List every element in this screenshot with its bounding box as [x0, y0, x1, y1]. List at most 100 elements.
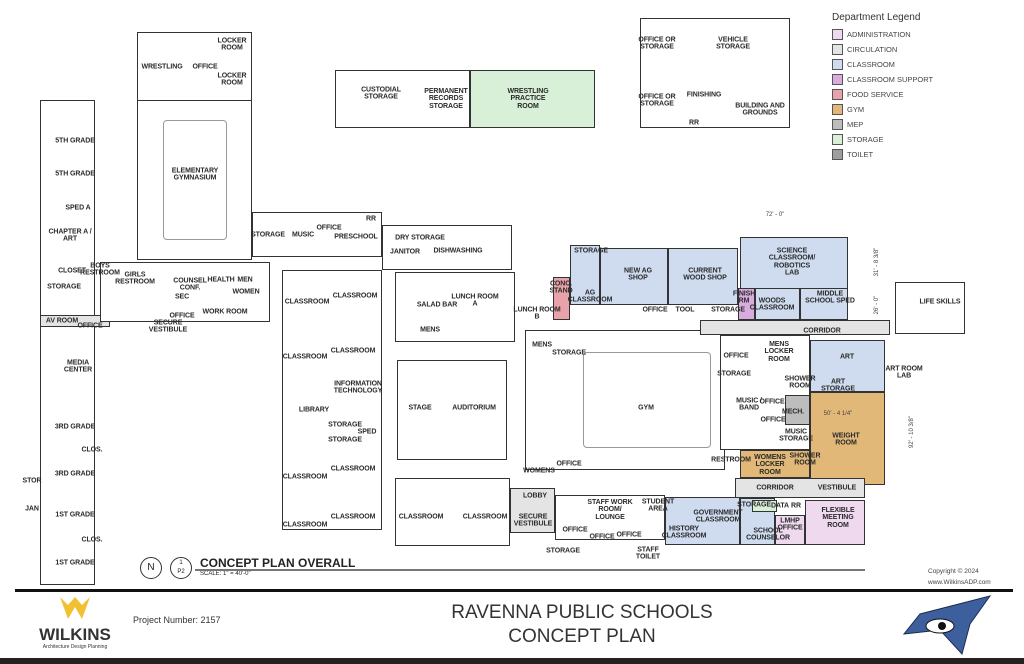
room-label: CLOS. [81, 446, 103, 454]
room-label: CLASSROOM [330, 465, 376, 473]
plan-title: CONCEPT PLAN OVERALL [200, 556, 356, 570]
room-label: SHOWER ROOM [789, 452, 821, 467]
room-label: OFFICE OR STORAGE [638, 93, 676, 108]
room-label: COUNSEL CONF. [173, 277, 207, 292]
room-label: CLASSROOM [330, 513, 376, 521]
room-label: PERMANENT RECORDS STORAGE [424, 87, 468, 110]
storage-nook [752, 500, 777, 512]
room-label: STORAGE [574, 247, 608, 255]
room-label: STUDENT AREA [641, 498, 675, 513]
legend-swatch [832, 59, 843, 70]
room-label: CLOSET [58, 267, 86, 275]
room-label: SCHOOL COUNSELOR [746, 527, 790, 542]
room-label: RESTROOM [711, 456, 751, 464]
room-label: ART ROOM LAB [885, 365, 923, 380]
room-label: 3RD GRADE [54, 423, 96, 431]
room-label: STORAGE [711, 306, 745, 314]
room-label: CLASSROOM [330, 347, 376, 355]
room-label: STAGE [408, 404, 432, 412]
room-label: MUSIC / BAND [736, 397, 762, 412]
room-label: CURRENT WOOD SHOP [683, 267, 727, 282]
room-label: JANITOR [390, 248, 420, 256]
room-label: OFFICE [316, 224, 342, 232]
room-label: STORAGE [47, 283, 81, 291]
room-label: DISHWASHING [433, 247, 483, 255]
room-label: LIBRARY [298, 406, 330, 414]
legend-label: FOOD SERVICE [847, 90, 904, 99]
room-label: HISTORY CLASSROOM [661, 525, 707, 540]
room-label: ELEMENTARY GYMNASIUM [171, 167, 219, 182]
room-label: STORAGE [546, 547, 580, 555]
wrestling-practice [470, 70, 595, 128]
footer-rule [15, 589, 1013, 592]
lmhp [775, 515, 805, 545]
room-label: LOCKER ROOM [217, 37, 247, 52]
legend-label: CLASSROOM [847, 60, 895, 69]
west-classroom-wing [40, 100, 95, 585]
vehicle-building [640, 18, 790, 128]
room-label: MEN [237, 276, 253, 284]
dimension-label: 72' - 0" [765, 212, 785, 218]
room-label: CLASSROOM [462, 513, 508, 521]
weight-room [810, 392, 885, 485]
legend-item: ADMINISTRATION [832, 27, 952, 42]
locker-music [720, 335, 810, 450]
art [810, 340, 885, 392]
legend-label: MEP [847, 120, 864, 129]
room-label: CORRIDOR [756, 484, 794, 492]
room-label: OFFICE OR STORAGE [638, 36, 676, 51]
flexible-meeting [805, 500, 865, 545]
room-label: OFFICE [723, 352, 749, 360]
room-label: BUILDING AND GROUNDS [735, 102, 785, 117]
room-label: WOMEN [232, 288, 260, 296]
room-label: GIRLS RESTROOM [115, 271, 155, 286]
legend-swatch [832, 89, 843, 100]
room-label: HEALTH [207, 276, 235, 284]
room-label: VESTIBULE [817, 484, 857, 492]
room-label: 3RD GRADE [54, 470, 96, 478]
room-label: WOMENS [523, 467, 555, 475]
room-label: RR [366, 215, 376, 223]
room-label: INFORMATION TECHNOLOGY [333, 380, 383, 395]
legend-item: TOILET [832, 147, 952, 162]
room-label: FLEXIBLE MEETING ROOM [821, 506, 855, 529]
room-label: STORAGE [717, 370, 751, 378]
new-ag-shop [600, 248, 668, 305]
sheet-title-2: CONCEPT PLAN [508, 626, 656, 647]
bottom-bar [0, 658, 1024, 664]
legend-label: GYM [847, 105, 865, 114]
finish-rm [738, 288, 755, 320]
ms-sped [800, 288, 848, 320]
legend-swatch [832, 134, 843, 145]
sheet-title-1: RAVENNA PUBLIC SCHOOLS [451, 602, 713, 623]
room-label: SECURE VESTIBULE [513, 513, 553, 528]
elementary-gym [137, 100, 252, 260]
classroom-block [282, 270, 382, 530]
room-label: CLASSROOM [284, 298, 330, 306]
room-label: MENS [420, 326, 440, 334]
room-label: VEHICLE STORAGE [716, 36, 750, 51]
room-label: LOBBY [522, 492, 548, 500]
room-label: OFFICE [562, 526, 588, 534]
wilkins-w-icon [60, 597, 90, 619]
room-label: 5TH GRADE [55, 170, 95, 178]
room-label: STAFF WORK ROOM/ LOUNGE [587, 498, 633, 521]
website: www.WilkinsADP.com [928, 579, 991, 586]
room-label: STORAGE [328, 436, 362, 444]
room-label: BOYS RESTROOM [80, 262, 120, 277]
legend-item: CLASSROOM [832, 57, 952, 72]
firm-name: WILKINS [39, 625, 111, 644]
plan-scale: SCALE: 1" = 40'-0" [200, 571, 251, 577]
room-label: WOMENS LOCKER ROOM [754, 453, 786, 476]
title-underline [195, 569, 865, 571]
room-label: LUNCH ROOM B [513, 306, 561, 321]
life-skills [895, 282, 965, 334]
east-corridor [700, 320, 890, 335]
room-label: OFFICE [556, 460, 582, 468]
room-label: WEIGHT ROOM [832, 432, 860, 447]
legend-item: MEP [832, 117, 952, 132]
science-lab [740, 237, 848, 289]
legend-item: STORAGE [832, 132, 952, 147]
room-label: AUDITORIUM [452, 404, 496, 412]
womens-locker [740, 450, 810, 478]
